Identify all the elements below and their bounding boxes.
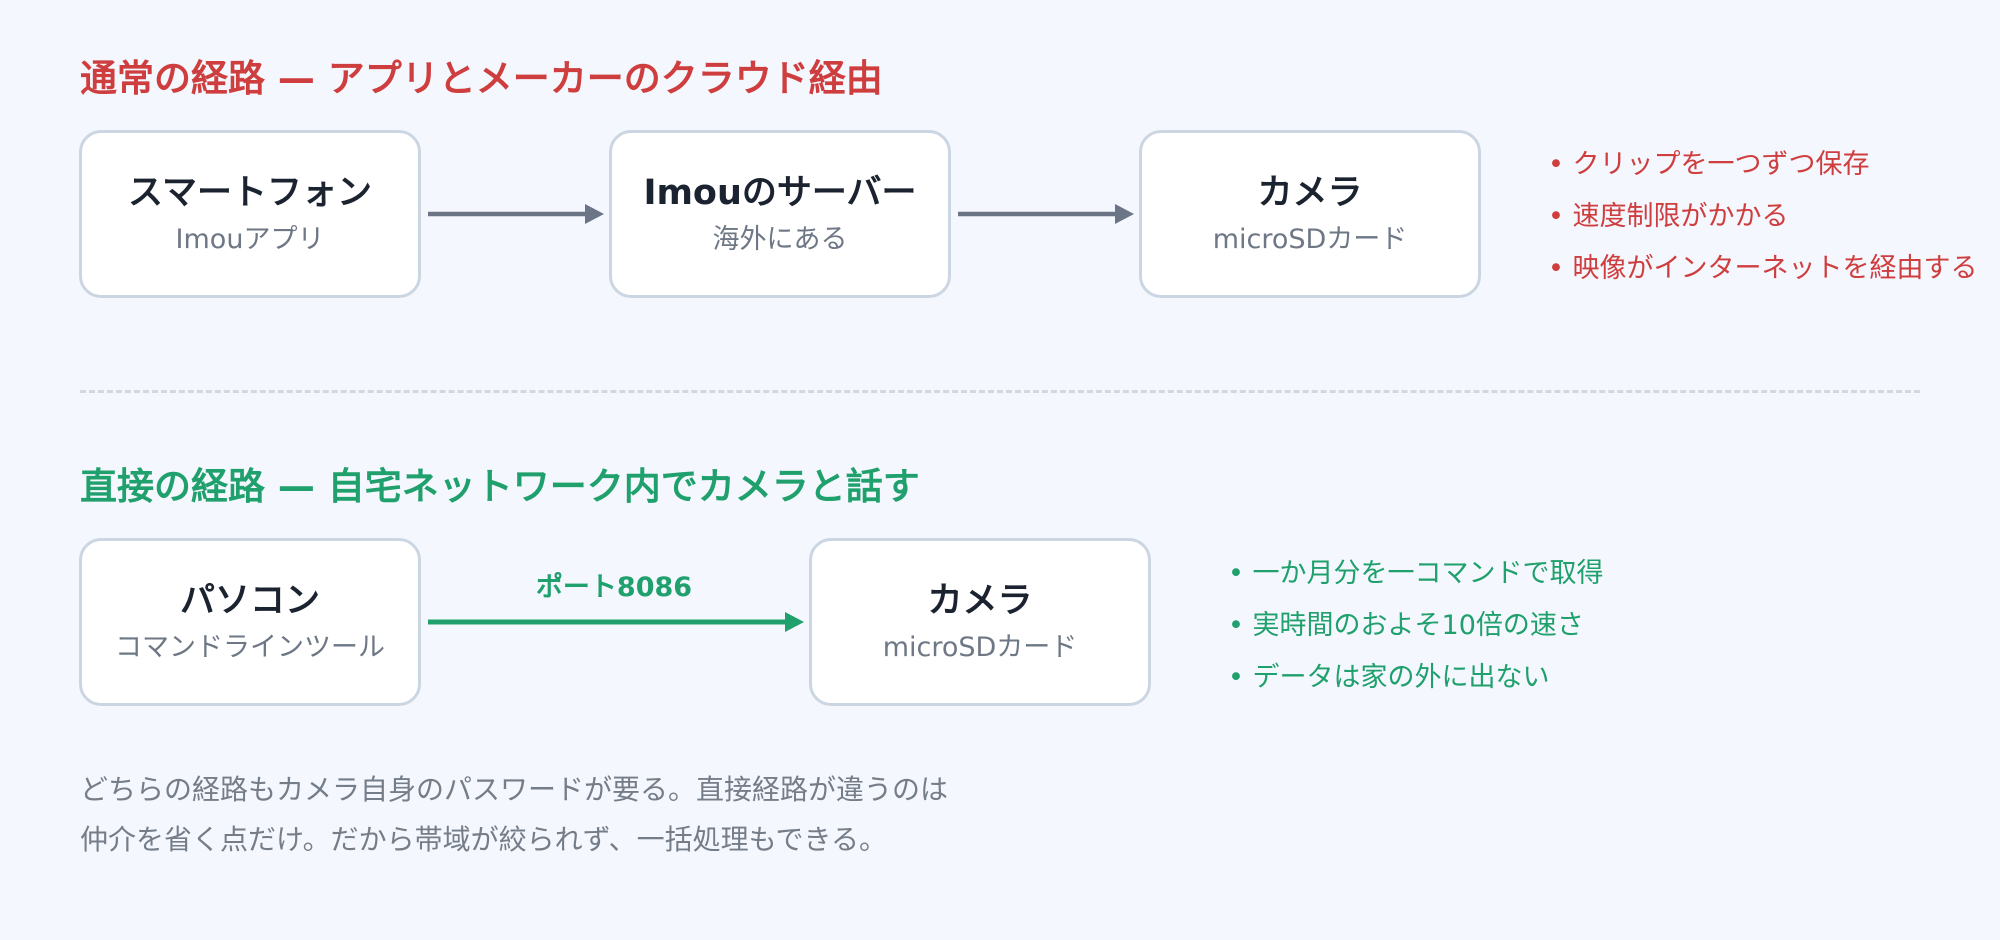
arrow-phone-to-server xyxy=(428,204,604,224)
direct-bullet-item: データは家の外に出ない xyxy=(1228,652,1604,704)
pc-node-title: パソコン xyxy=(179,580,320,621)
camera-node-cloud-title: カメラ xyxy=(1257,172,1363,213)
cloud-bullet-item: 映像がインターネットを経由する xyxy=(1548,243,1978,295)
camera-node-direct: カメラ microSDカード xyxy=(809,538,1151,706)
camera-node-cloud: カメラ microSDカード xyxy=(1139,130,1481,298)
footnote-line: 仲介を省く点だけ。だから帯域が絞られず、一括処理もできる。 xyxy=(80,823,887,856)
direct-route-title: 直接の経路 — 自宅ネットワーク内でカメラと話す xyxy=(80,465,920,508)
smartphone-node-title: スマートフォン xyxy=(128,172,372,213)
camera-node-cloud-subtitle: microSDカード xyxy=(1212,223,1408,255)
footnote-line: どちらの経路もカメラ自身のパスワードが要る。直接経路が違うのは xyxy=(80,773,949,806)
direct-route-bullets: 一か月分を一コマンドで取得 実時間のおよそ10倍の速さ データは家の外に出ない xyxy=(1228,548,1604,704)
port-label: ポート8086 xyxy=(535,572,693,603)
cloud-bullet-item: クリップを一つずつ保存 xyxy=(1548,139,1978,191)
cloud-bullet-item: 速度制限がかかる xyxy=(1548,191,1978,243)
arrow-pc-to-camera xyxy=(428,612,804,632)
smartphone-node-subtitle: Imouアプリ xyxy=(175,223,325,255)
direct-bullet-item: 一か月分を一コマンドで取得 xyxy=(1228,548,1604,600)
footnote: どちらの経路もカメラ自身のパスワードが要る。直接経路が違うのは 仲介を省く点だけ… xyxy=(80,765,1180,865)
smartphone-node: スマートフォン Imouアプリ xyxy=(79,130,421,298)
imou-server-node-subtitle: 海外にある xyxy=(712,223,848,255)
cloud-route-title: 通常の経路 — アプリとメーカーのクラウド経由 xyxy=(80,57,883,100)
pc-node-subtitle: コマンドラインツール xyxy=(115,631,385,663)
camera-node-direct-title: カメラ xyxy=(927,580,1033,621)
camera-node-direct-subtitle: microSDカード xyxy=(882,631,1078,663)
section-divider xyxy=(80,390,1920,393)
direct-bullet-item: 実時間のおよそ10倍の速さ xyxy=(1228,600,1604,652)
imou-server-node-title: Imouのサーバー xyxy=(643,172,917,213)
arrow-server-to-camera xyxy=(958,204,1134,224)
pc-node: パソコン コマンドラインツール xyxy=(79,538,421,706)
imou-server-node: Imouのサーバー 海外にある xyxy=(609,130,951,298)
cloud-route-bullets: クリップを一つずつ保存 速度制限がかかる 映像がインターネットを経由する xyxy=(1548,139,1978,295)
